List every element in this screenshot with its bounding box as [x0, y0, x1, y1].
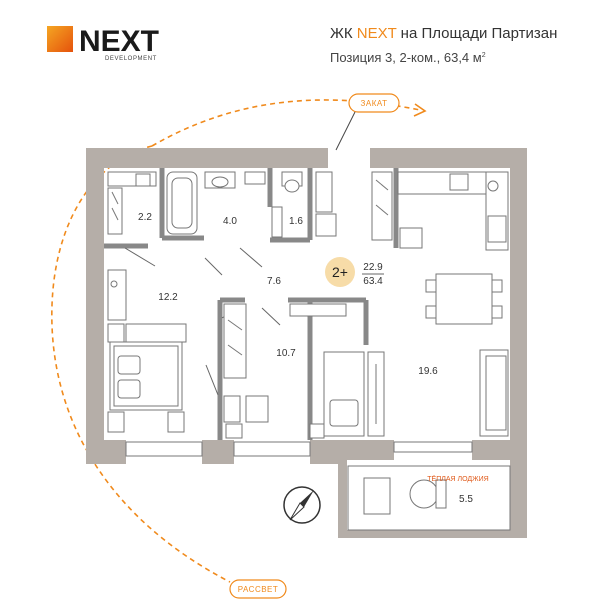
shower-rack-icon [315, 171, 333, 213]
bathroom-fixtures [166, 171, 337, 238]
brand-sub: DEVELOPMENT [105, 56, 157, 62]
loggia-fixtures [347, 465, 511, 531]
dresser-icon [107, 269, 127, 321]
sunrise-label: РАССВЕТ [229, 579, 287, 599]
door-swings [124, 247, 281, 396]
logo-mark [47, 26, 73, 52]
rooms-count: 2+ [332, 264, 348, 280]
room-area-kitchen-living: 19.6 [418, 366, 438, 377]
wardrobe-fixtures [107, 171, 157, 235]
shelf-icon [289, 303, 347, 317]
windows [125, 441, 473, 457]
room-area-loggia: 5.5 [459, 494, 473, 505]
rooms-badge [325, 257, 355, 287]
sun-path-arc-top [151, 99, 421, 147]
svg-text:ЗАКАТ: ЗАКАТ [361, 99, 388, 108]
kitchen-living-fixtures [367, 171, 509, 437]
cupboard-icon [125, 323, 187, 343]
svg-text:РАССВЕТ: РАССВЕТ [238, 585, 279, 594]
kids-room-fixtures [223, 303, 365, 439]
room-area-kids: 10.7 [276, 348, 296, 359]
room-area-hall: 7.6 [267, 276, 281, 287]
total-area: 63.4 [363, 276, 383, 287]
living-area: 22.9 [363, 262, 383, 273]
apartment-details: Позиция 3, 2-ком., 63,4 м2 [330, 50, 486, 65]
walls [86, 148, 527, 538]
desk-chair-icon [245, 395, 269, 423]
bedroom-fixtures [107, 269, 187, 433]
loggia-label: ТЁПЛАЯ ЛОДЖИЯ [427, 475, 488, 483]
arrow-icon [413, 103, 427, 117]
partitions [104, 168, 399, 440]
dining-table-icon [435, 273, 493, 325]
logo: NEXT DEVELOPMENT [47, 25, 159, 62]
shower-tray-icon [315, 213, 337, 237]
brand-name: NEXT [79, 25, 159, 58]
summary-badge: 2+ 22.9 63.4 [325, 257, 384, 287]
lounger-icon [363, 477, 391, 515]
sunset-label: ЗАКАТ [348, 93, 400, 113]
room-area-bedroom: 12.2 [158, 292, 178, 303]
round-table-icon [409, 479, 439, 509]
room-area-wc: 1.6 [289, 216, 303, 227]
closet-icon [223, 303, 247, 379]
stove-icon [399, 227, 423, 249]
compass-icon [283, 486, 321, 524]
sunset-pointer [335, 111, 356, 151]
cooktop-icon [487, 215, 507, 243]
room-area-bath: 4.0 [223, 216, 237, 227]
project-title: ЖК NEXT на Площади Партизан [330, 25, 557, 42]
fridge-icon [371, 171, 393, 241]
room-area-wardrobe: 2.2 [138, 212, 152, 223]
washer-icon [244, 171, 266, 185]
